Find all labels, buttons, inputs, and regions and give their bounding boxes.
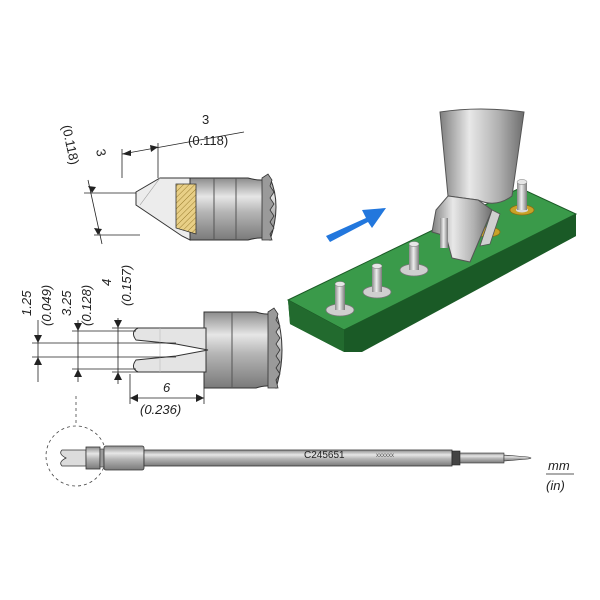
dim-slot-in: (0.049) xyxy=(39,285,54,326)
pin-5 xyxy=(509,179,535,216)
dim-outer-mm: 4 xyxy=(99,279,114,286)
pin-3 xyxy=(399,241,429,277)
direction-arrow xyxy=(326,208,386,242)
dim-length-mm: 6 xyxy=(163,380,171,395)
pin-1 xyxy=(325,281,355,317)
pin-2 xyxy=(362,263,392,299)
side-view xyxy=(135,173,277,241)
dim-outer-in: (0.157) xyxy=(119,265,134,306)
dim-side-height-mm: 3 xyxy=(93,148,109,158)
pcb-illustration xyxy=(286,108,578,352)
fork-dimension-arrows xyxy=(34,320,204,402)
dim-fork-in: (0.128) xyxy=(79,285,94,326)
dim-slot-mm: 1.25 xyxy=(19,290,34,316)
dim-side-width-mm: 3 xyxy=(202,112,209,127)
side-dimension-arrows xyxy=(88,145,158,235)
dim-side-height-in: (0.118) xyxy=(59,124,82,166)
cartridge xyxy=(60,445,532,471)
side-dimension-lines xyxy=(84,131,245,245)
dim-fork-mm: 3.25 xyxy=(59,290,74,316)
serial-number: xxxxxx xyxy=(376,453,394,459)
dim-side-width-in: (0.118) xyxy=(188,133,228,148)
unit-primary: mm xyxy=(548,458,570,473)
unit-secondary: (in) xyxy=(546,478,565,493)
fork-view xyxy=(132,307,283,389)
soldering-tip xyxy=(431,108,525,263)
part-number: C245651 xyxy=(304,450,345,461)
dim-length-in: (0.236) xyxy=(140,402,181,417)
